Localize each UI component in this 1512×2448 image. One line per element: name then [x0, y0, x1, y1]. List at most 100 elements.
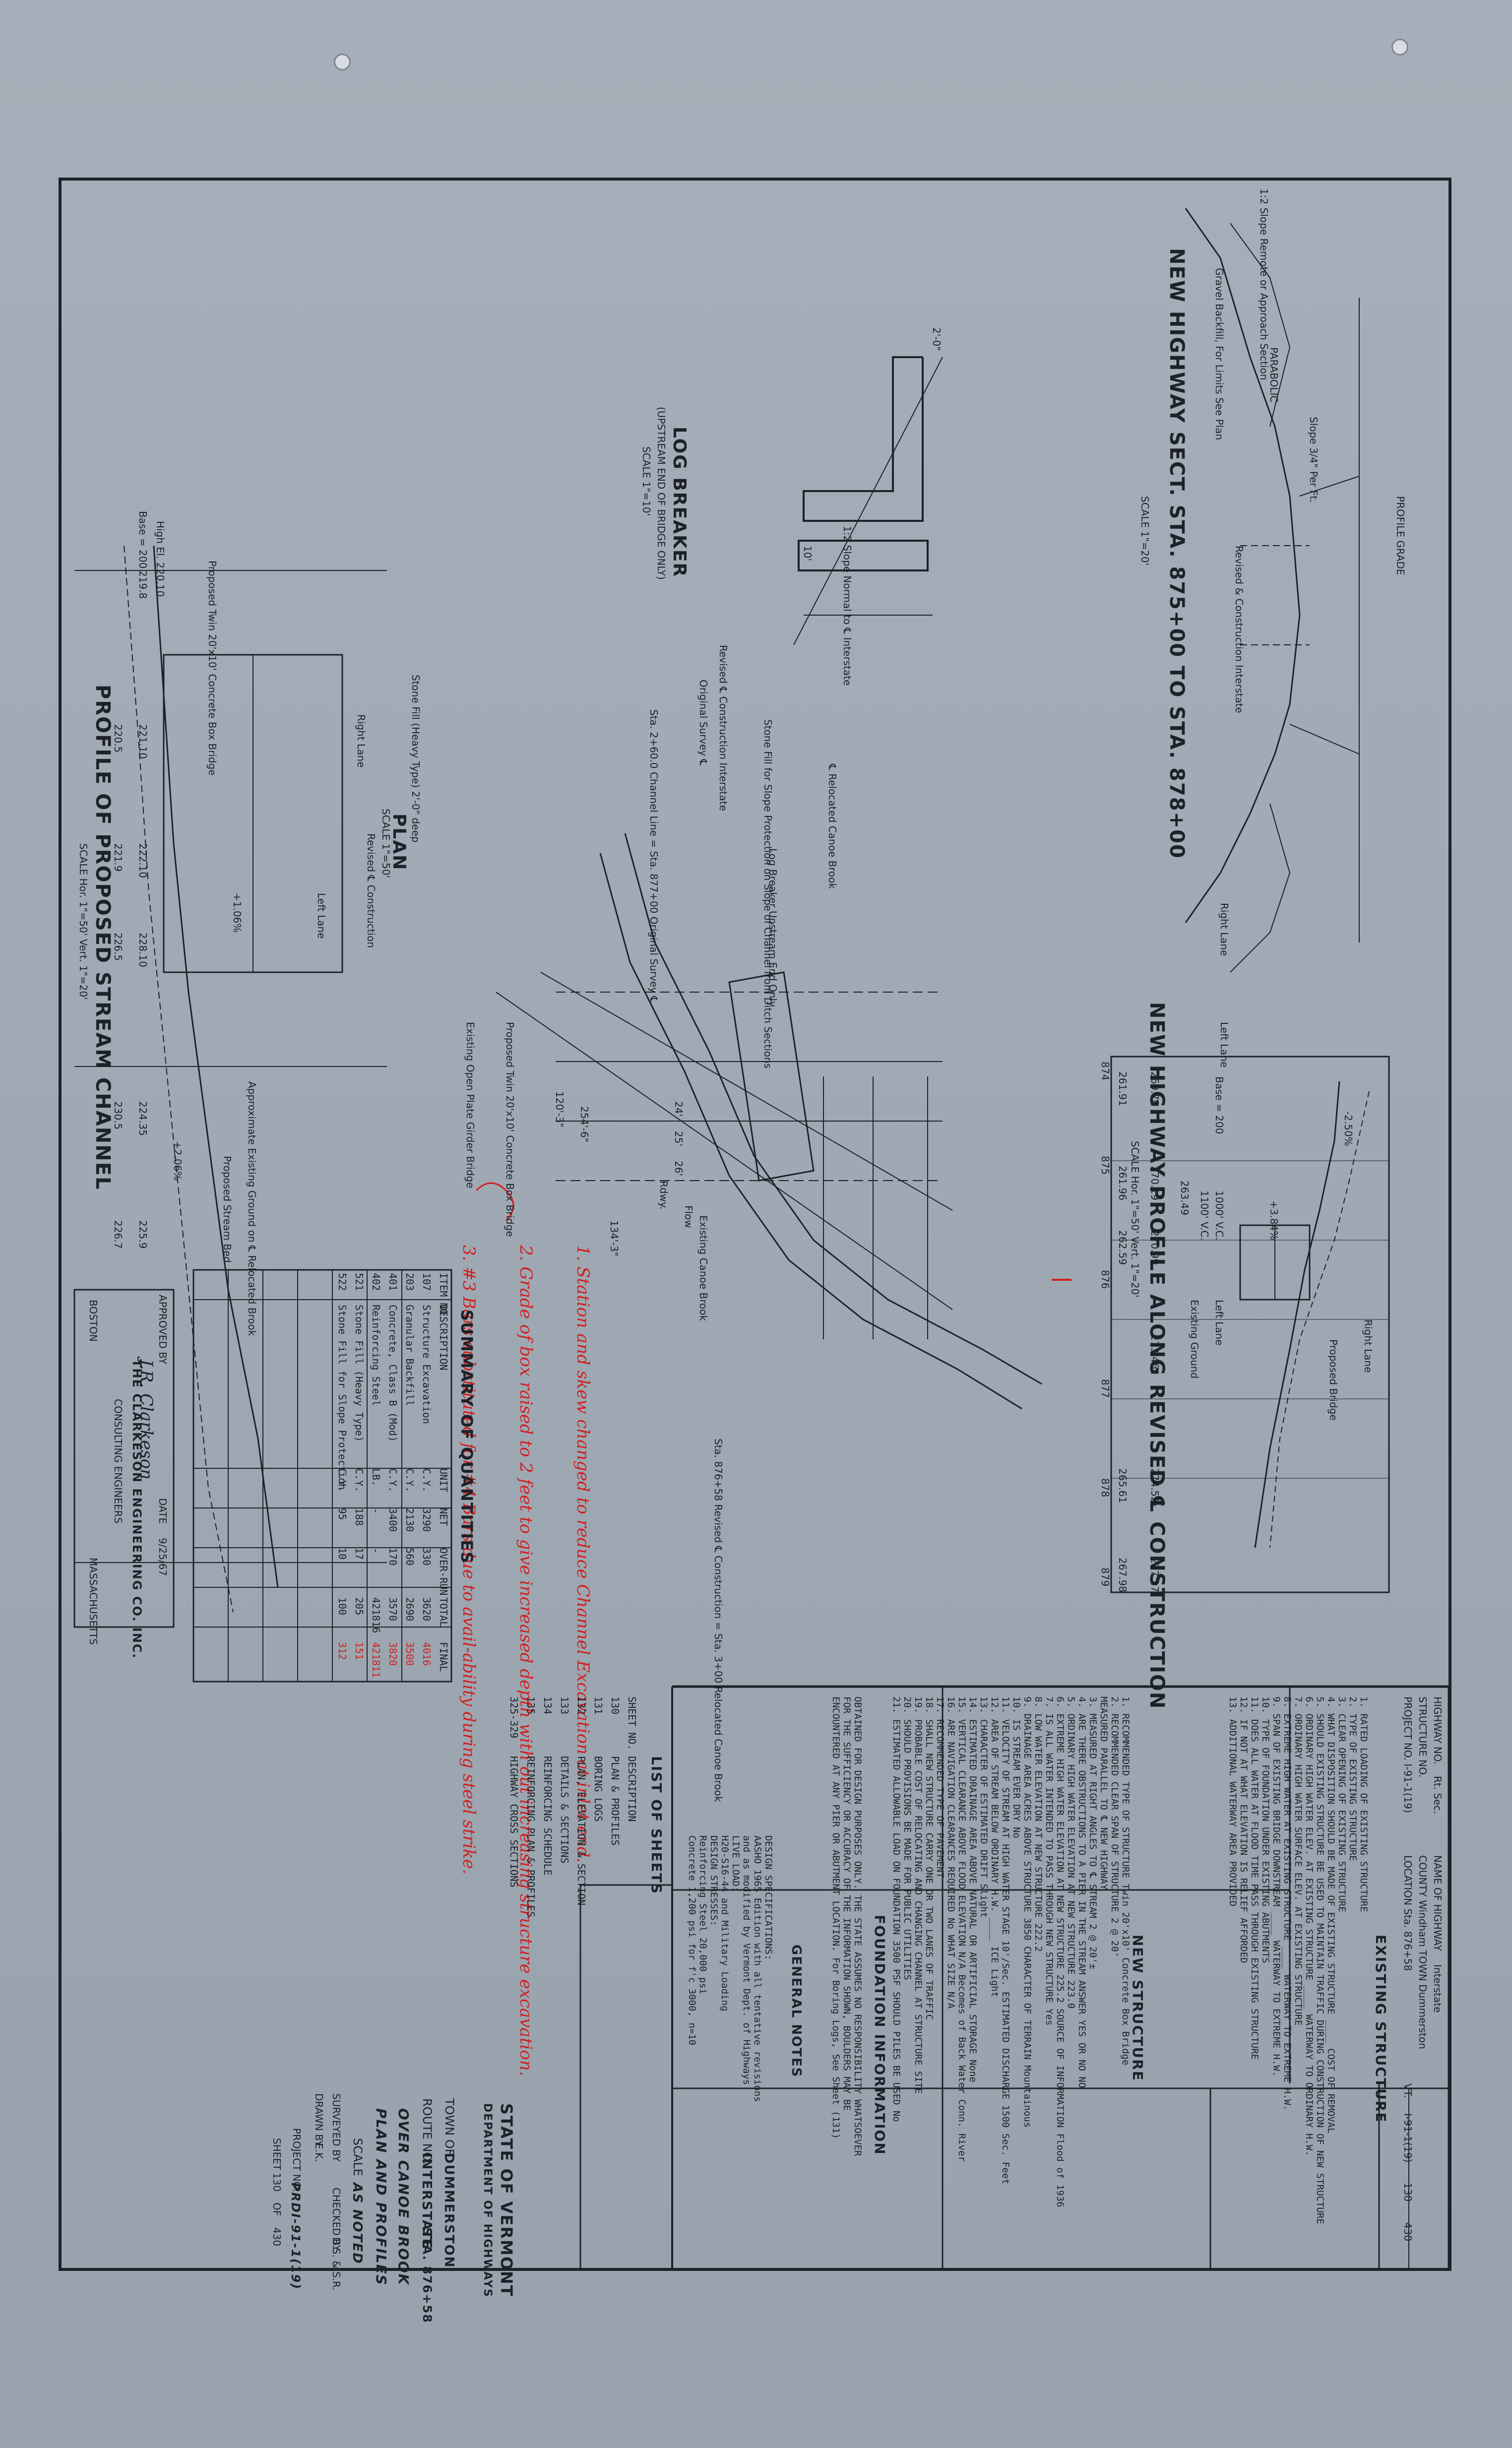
profile-elevation: 273.46	[1149, 1334, 1161, 1369]
sheet-of-label: OF	[271, 2202, 283, 2216]
existing-title: EXISTING STRUCTURE	[1373, 1935, 1389, 2123]
stream-value: 221.10	[137, 724, 149, 759]
new-structure-item: 10. IS STREAM EVER DRY No	[1011, 1696, 1022, 1838]
plan-label: Existing Canoe Brook	[697, 1215, 709, 1321]
qty-cell: 170	[387, 1548, 399, 1566]
sheets-row: 131 BORING LOGS	[589, 1696, 606, 1875]
new-structure-item: 17. RECOMMENDED TYPE OF PAVEMENT	[935, 1696, 945, 1879]
section-label: Left Lane	[1218, 1022, 1230, 1068]
qty-cell: Concrete, Class B (Mod)	[387, 1305, 399, 1442]
qty-final-cell: 151	[353, 1642, 365, 1660]
log-breaker-title: LOG BREAKER	[669, 427, 690, 578]
plan-label: Sta. 876+58 Revised ℄ Construction = Sta…	[712, 1439, 724, 1802]
general-notes-title: GENERAL NOTES	[789, 1945, 804, 2078]
sheets-table: SHEET NO. DESCRIPTION 130 PLAN & PROFILE…	[505, 1696, 640, 1917]
qty-col-overrun: OVER-RUN	[438, 1548, 449, 1596]
section-scale: SCALE 1"=20'	[1139, 496, 1151, 566]
general-note-line: and as modified by Vermont Dept. of High…	[741, 1835, 752, 2085]
town-name: DUMMERSTON	[441, 2153, 456, 2268]
quantities-title: SUMMARY OF QUANTITIES	[457, 1310, 476, 1565]
qty-cell: 3620	[421, 1597, 433, 1622]
profile-elevation: 274.52	[1149, 1468, 1161, 1503]
punch-hole	[1391, 39, 1408, 56]
state-title: STATE OF VERMONT	[497, 2103, 516, 2297]
qty-cell: Granular Backfill	[404, 1305, 416, 1406]
existing-item: 11. DOES ALL WATER AT FLOOD TIME PASS TH…	[1249, 1696, 1260, 2060]
profile-station: 878	[1099, 1478, 1111, 1498]
section-label: Right Lane	[1218, 903, 1230, 956]
new-structure-item: 15. VERTICAL CLEARANCE ABOVE FLOOD ELEVA…	[956, 1696, 967, 2162]
stream-label: Base = 200	[137, 511, 149, 569]
foundation-title: FOUNDATION INFORMATION	[872, 1915, 888, 2155]
existing-item: 1. RATED LOADING OF EXISTING STRUCTURE	[1358, 1696, 1369, 1912]
existing-list: 1. RATED LOADING OF EXISTING STRUCTURE 2…	[1227, 1696, 1369, 2224]
profile-elevation: 270.99	[1149, 1230, 1161, 1265]
section-label: PROFILE GRADE	[1394, 496, 1406, 575]
stream-label: Stone Fill (Heavy Type) 2'-0" deep	[410, 675, 422, 843]
profile-label: Proposed Bridge	[1327, 1339, 1339, 1421]
qty-final-cell: 3820	[387, 1642, 399, 1666]
qty-cell: 421816	[370, 1597, 382, 1633]
stream-value: 221.9	[112, 843, 124, 872]
stream-label: Proposed Twin 20'x10' Concrete Box Bridg…	[206, 561, 218, 776]
sheets-row: 130 PLAN & PROFILES	[606, 1696, 623, 1875]
revision-note: 2. Grade of box raised to 2 feet to give…	[516, 1245, 536, 2076]
plan-title: PLAN	[389, 814, 409, 871]
sheets-row: 134 REINFORCING SCHEDULE	[539, 1696, 556, 1876]
sheet-desc-cell: REINFORCING PLAN & PROFILES	[525, 1756, 537, 1918]
sheet-number: 130	[271, 2173, 283, 2192]
qty-cell: 10	[336, 1548, 348, 1560]
sheet-desc-cell: PLAN, ELEVATION & SECTION	[575, 1756, 587, 1906]
plan-label: Revised ℄ Construction Interstate	[717, 645, 729, 811]
quantities-row: 203 Granular Backfill C.Y. 2130 560 2690…	[401, 1270, 418, 1682]
new-structure-item: 12. AREA OF STREAM BELOW ORDINARY H.W. _…	[989, 1696, 1000, 1998]
quantities-row: 522 Stone Fill for Slope Protection C.Y.…	[333, 1270, 350, 1682]
new-structure-item: 20. SHOULD PROVISIONS BE MADE FOR PUBLIC…	[902, 1696, 913, 1980]
plan-label: Proposed Twin 20'x10' Concrete Box Bridg…	[504, 1022, 516, 1237]
profile-station: 877	[1099, 1379, 1111, 1398]
log-breaker-label: 1:2 Slope Normal to ℄ Interstate	[841, 526, 853, 686]
qty-col-description: DESCRIPTION	[438, 1305, 449, 1371]
header-location: LOCATION Sta. 876+58	[1402, 1855, 1414, 1971]
quantities-table: ITEM NO. DESCRIPTION UNIT NET OVER-RUN T…	[333, 1270, 451, 1682]
sheet-desc-cell: HIGHWAY CROSS SECTIONS	[508, 1756, 520, 1887]
firm-city: BOSTON	[87, 1300, 99, 1342]
sheets-col-desc: DESCRIPTION	[626, 1756, 638, 1822]
plan-label: Original Survey ℄	[697, 680, 709, 766]
profile-elevation: 267.98	[1117, 1558, 1129, 1592]
existing-item: 7. ORDINARY HIGH WATER SURFACE ELEV. AT …	[1293, 1696, 1304, 2026]
profile-label: +3.84%	[1268, 1200, 1280, 1241]
new-structure-item: 16. ARE NAVIGATION CLEARANCES REQUIRED N…	[945, 1696, 956, 2009]
log-breaker-subtitle: (UPSTREAM END OF BRIDGE ONLY)	[655, 407, 667, 580]
section-title: NEW HIGHWAY SECT. STA. 875+00 TO STA. 87…	[1165, 248, 1188, 859]
stream-title: PROFILE OF PROPOSED STREAM CHANNEL	[91, 685, 114, 1191]
profile-scale: SCALE Hor. 1"=50' Vert. 1"=20'	[1129, 1141, 1141, 1298]
plan-label: Flow	[683, 1205, 694, 1228]
approval-date-label: DATE	[157, 1498, 169, 1524]
stream-label: High El. 220.10	[154, 521, 166, 597]
stream-label: Left Lane	[315, 893, 327, 939]
plan-dimension: 25'	[673, 1131, 685, 1146]
drawn-by-value: E.K.	[313, 2143, 325, 2162]
sheet-desc-cell: DETAILS & SECTIONS	[559, 1756, 570, 1864]
sheet-no-cell: 130	[609, 1696, 621, 1715]
plan-dimension: 134'-3"	[608, 1220, 620, 1256]
sheet-total: 430	[271, 2227, 283, 2247]
qty-cell: 3570	[387, 1597, 399, 1622]
plan-dimension: 254'-6"	[578, 1106, 590, 1142]
qty-cell: Structure Excavation	[421, 1305, 433, 1424]
existing-item: 10. TYPE OF FOUNDATION UNDER EXISTING AB…	[1260, 1696, 1271, 1963]
section-label: Gravel Backfill, For Limits See Plan	[1213, 268, 1225, 440]
qty-final-cell: 3500	[404, 1642, 416, 1666]
existing-item: 9. SPAN OF EXISTING BRIDGE DOWNSTREAM __…	[1271, 1696, 1282, 2077]
log-breaker-scale: SCALE 1"=10'	[640, 446, 652, 516]
profile-station: 879	[1099, 1568, 1111, 1587]
new-structure-item: 2. RECOMMENDED CLEAR SPAN OF STRUCTURE 2…	[1109, 1696, 1120, 1958]
profile-label: Existing Ground	[1189, 1300, 1200, 1379]
scale-value: AS NOTED	[350, 2183, 365, 2264]
qty-cell: C.Y.	[353, 1468, 365, 1493]
approval-date: 9/25/67	[157, 1538, 169, 1576]
qty-col-total: TOTAL	[438, 1597, 449, 1628]
qty-cell: 401	[387, 1273, 399, 1291]
